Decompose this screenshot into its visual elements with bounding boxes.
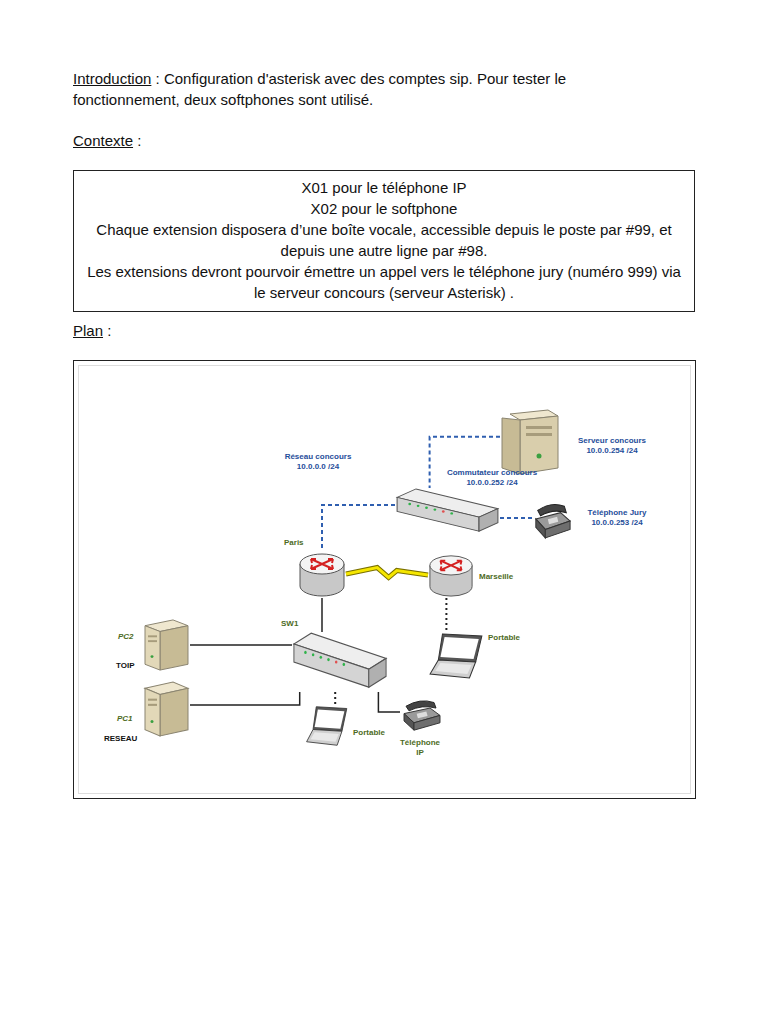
device-label: Serveur concours 10.0.0.254 /24 xyxy=(572,436,652,456)
ip-phone-icon xyxy=(400,697,442,732)
network-device: Commutateur concours 10.0.0.252 /24 xyxy=(395,488,500,535)
section-heading: Plan xyxy=(73,322,103,339)
network-device: PC2TOIP xyxy=(143,618,190,672)
link-line xyxy=(346,568,428,578)
network-link xyxy=(378,692,400,712)
wan-link xyxy=(346,568,428,578)
router-icon xyxy=(298,550,346,598)
plan-heading: Plan : xyxy=(73,320,373,341)
context-line: Chaque extension disposera d’une boîte v… xyxy=(84,219,684,261)
link-line xyxy=(334,692,336,705)
router-icon xyxy=(428,552,474,598)
section-heading: Contexte xyxy=(73,132,133,149)
device-label: RESEAU xyxy=(104,734,142,744)
network-link xyxy=(190,645,292,646)
device-label: Marseille xyxy=(479,572,529,582)
device-label: SW1 xyxy=(281,619,311,629)
network-device: Téléphone Jury 10.0.0.253 /24 xyxy=(532,500,572,540)
device-label: PC1 xyxy=(117,714,141,724)
pc-tower-icon xyxy=(143,618,190,672)
intro-paragraph: Introduction : Configuration d'asterisk … xyxy=(73,68,633,110)
link-line xyxy=(322,505,395,550)
plan-frame xyxy=(74,361,696,799)
network-device: Serveur concours 10.0.0.254 /24 xyxy=(500,408,560,475)
pc-tower-icon xyxy=(143,680,190,738)
network-link xyxy=(322,598,323,632)
device-label: Commutateur concours 10.0.0.252 /24 xyxy=(440,468,544,488)
link-line xyxy=(378,692,400,712)
link-line xyxy=(321,598,323,632)
network-link xyxy=(335,692,336,705)
network-link xyxy=(190,692,300,705)
link-line xyxy=(500,517,532,519)
device-label: Portable xyxy=(353,728,398,738)
network-link xyxy=(322,505,395,550)
device-label: Téléphone Jury 10.0.0.253 /24 xyxy=(582,508,652,528)
body-text: : xyxy=(107,322,111,339)
laptop-icon xyxy=(305,705,350,747)
switch-icon xyxy=(292,632,388,692)
wan-link-outline xyxy=(346,568,428,578)
network-label: Réseau concours 10.0.0.0 /24 xyxy=(282,452,354,472)
device-label: Paris xyxy=(284,538,314,548)
network-device: Téléphone IP xyxy=(400,697,442,732)
context-line: X01 pour le téléphone IP xyxy=(84,177,684,198)
plan-inner-frame xyxy=(79,366,691,794)
link-line xyxy=(445,598,447,632)
link-line xyxy=(190,644,292,646)
device-label: PC2 xyxy=(118,632,142,642)
laptop-icon xyxy=(428,632,486,680)
network-link xyxy=(500,518,532,519)
network-device: Paris xyxy=(298,550,346,598)
device-label: TOIP xyxy=(116,661,142,671)
server-icon xyxy=(500,408,560,475)
network-device: Marseille xyxy=(428,552,474,598)
link-line xyxy=(190,692,300,705)
network-device: SW1 xyxy=(292,632,388,692)
context-line: X02 pour le softphone xyxy=(84,198,684,219)
context-line: Les extensions devront pourvoir émettre … xyxy=(84,261,684,303)
device-label: Téléphone IP xyxy=(396,738,444,758)
device-label: Portable xyxy=(488,633,533,643)
context-heading: Contexte : xyxy=(73,130,373,151)
ip-phone-icon xyxy=(532,500,572,540)
network-device: Portable xyxy=(428,632,486,680)
switch-icon xyxy=(395,488,500,535)
context-box: X01 pour le téléphone IPX02 pour le soft… xyxy=(73,170,695,312)
network-link xyxy=(446,598,447,632)
network-device: PC1RESEAU xyxy=(143,680,190,738)
section-heading: Introduction xyxy=(73,70,151,87)
body-text: : xyxy=(137,132,141,149)
network-device: Portable xyxy=(305,705,350,747)
